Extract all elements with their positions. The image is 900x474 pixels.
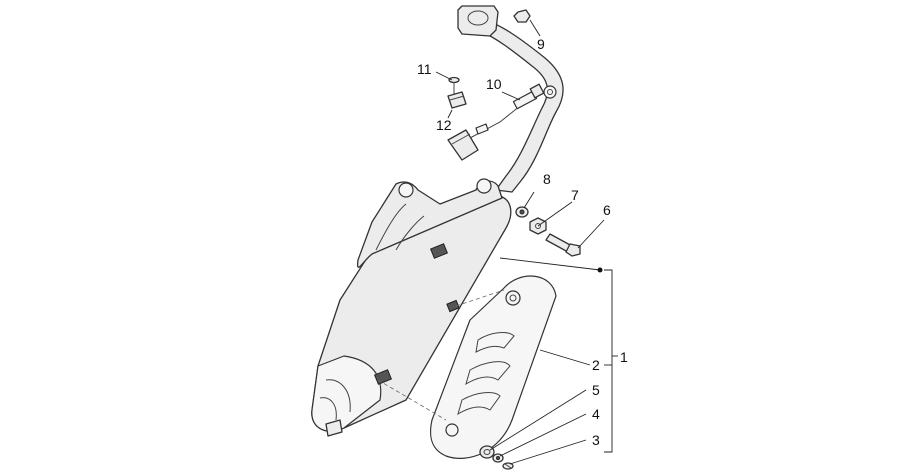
- leader-lines: [435, 19, 618, 465]
- callout-2: 2: [592, 357, 600, 373]
- callout-12: 12: [436, 117, 452, 133]
- callout-4: 4: [592, 406, 600, 422]
- callout-9: 9: [537, 36, 545, 52]
- bolt-6[interactable]: [545, 233, 581, 257]
- washer-8[interactable]: [515, 206, 529, 218]
- callout-11: 11: [417, 61, 432, 77]
- clip-12[interactable]: [447, 91, 467, 109]
- washer-5[interactable]: [479, 445, 495, 459]
- callout-10: 10: [486, 76, 502, 92]
- callout-3: 3: [592, 432, 600, 448]
- callout-7: 7: [571, 187, 579, 203]
- assembly-line-shield: [455, 289, 505, 307]
- callout-6: 6: [603, 202, 611, 218]
- callout-5: 5: [592, 382, 600, 398]
- lambda-sensor-10[interactable]: [447, 83, 545, 161]
- muffler-body[interactable]: [311, 178, 512, 437]
- callout-8: 8: [543, 171, 551, 187]
- callout-1: 1: [620, 349, 628, 365]
- flange-nut-9[interactable]: [513, 9, 531, 23]
- exhaust-header-pipe[interactable]: [457, 5, 564, 193]
- screw-3[interactable]: [502, 462, 514, 470]
- assembly-line-cap: [377, 379, 447, 421]
